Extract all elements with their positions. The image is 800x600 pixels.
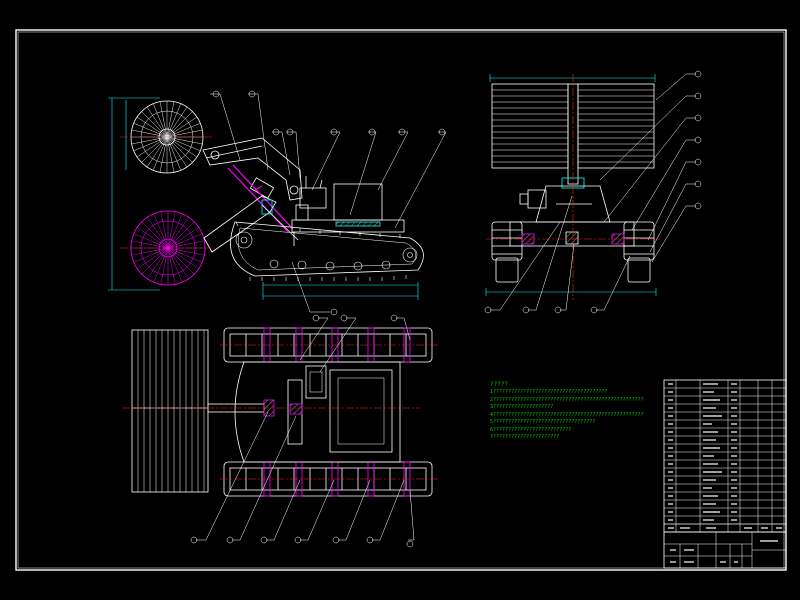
note-line-5: 5?????????????????????????????????? [490,419,596,425]
side-view [108,90,447,316]
note-line-1: 1?????????????????????????????????????? [490,389,608,395]
front-view-leaders [490,73,696,311]
side-chassis [291,176,405,246]
hydraulic-cylinder [227,164,294,233]
top-view-leaders [196,317,415,541]
front-centerlines [486,74,660,300]
lower-brush-link [203,195,299,253]
note-line-6: 6?????????????????????????? [490,426,572,433]
notes-title: ????? [490,381,509,388]
side-crawler-track [230,221,424,281]
technical-notes: ????? 1?????????????????????????????????… [490,381,660,442]
title-block-entries [670,540,778,563]
note-line-2: 2???????????????????????????????????????… [490,396,644,403]
note-line-4: 4???????????????????????????????????????… [490,411,644,418]
top-view-balloons [190,314,414,548]
parts-list [663,379,787,533]
front-brush-bank-left [491,83,569,169]
parts-list-entries [668,383,782,529]
front-view [484,70,702,314]
note-line-7: 7?????????????????????? [490,434,560,440]
front-view-dimensions [485,74,657,296]
note-line-3: 3???????????????????? [490,404,554,410]
front-brush-bank-right [577,83,655,169]
top-brush-bank [131,329,209,493]
top-view [122,314,440,548]
boom-arm [202,137,303,201]
side-view-dimensions [108,97,419,300]
side-view-leaders [210,93,447,313]
title-block [663,531,787,569]
sheet-frame [15,29,787,571]
front-view-balloons [484,70,702,314]
top-centerline [122,344,440,480]
side-view-centerline [120,136,215,249]
side-view-balloons [212,90,446,316]
top-track-bolts [263,327,411,497]
